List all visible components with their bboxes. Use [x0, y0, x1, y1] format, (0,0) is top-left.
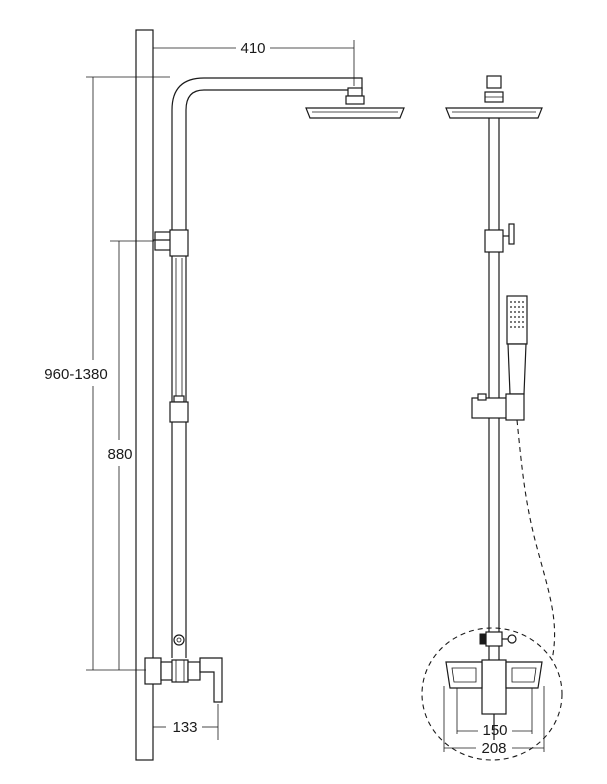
wall	[135, 29, 154, 761]
nozzle-dot	[518, 311, 520, 313]
nozzle-dot	[514, 306, 516, 308]
nozzle-dot	[510, 326, 512, 328]
upper-sleeve	[169, 229, 189, 257]
holder-cap	[477, 393, 487, 401]
front-connector-top	[486, 75, 502, 89]
hand-shower-nozzles	[510, 301, 524, 328]
nozzle-dot	[518, 321, 520, 323]
diverter-knob-center	[176, 637, 182, 643]
nozzle-dot	[518, 301, 520, 303]
mixer-right-inlet	[505, 661, 543, 689]
front-knob	[508, 223, 515, 245]
mixer-left-inlet	[445, 661, 483, 689]
mixer-flange-nut	[160, 661, 174, 681]
nozzle-dot	[522, 316, 524, 318]
side-view: 410 960-1380 880 133	[44, 29, 405, 761]
nozzle-dot	[510, 316, 512, 318]
shower-arm	[171, 77, 363, 111]
dim-inlet-spacing: 150	[482, 722, 507, 739]
nozzle-dot	[514, 301, 516, 303]
hand-shower-head	[506, 295, 528, 345]
front-diverter-cap	[507, 634, 517, 644]
nozzle-dot	[510, 311, 512, 313]
front-rain-showerhead	[445, 107, 543, 119]
front-diverter-body	[485, 631, 503, 647]
shower-hose	[516, 419, 556, 661]
front-upper-sleeve	[484, 229, 504, 253]
front-view: 150 208	[421, 75, 563, 761]
diverter-knob	[173, 634, 185, 646]
nozzle-dot	[510, 321, 512, 323]
nozzle-dot	[522, 321, 524, 323]
nozzle-dot	[518, 306, 520, 308]
nozzle-dot	[522, 306, 524, 308]
nozzle-dot	[514, 321, 516, 323]
nozzle-dot	[522, 301, 524, 303]
mixer-detail-circle	[421, 627, 563, 761]
middle-sleeve	[169, 401, 189, 423]
nozzle-dot	[514, 326, 516, 328]
nozzle-dot	[518, 326, 520, 328]
mixer-body-front	[481, 659, 507, 715]
showerhead-connector	[347, 87, 363, 97]
nozzle-dot	[522, 311, 524, 313]
showerhead-nut	[345, 95, 365, 105]
nozzle-dot	[514, 311, 516, 313]
nozzle-dot	[518, 316, 520, 318]
mixer-body-side	[171, 659, 189, 683]
mixer-lever-handle	[199, 657, 223, 703]
dim-column-height: 880	[107, 446, 132, 463]
rain-showerhead	[305, 107, 405, 119]
middle-sleeve-cap	[173, 395, 185, 403]
nozzle-dot	[510, 301, 512, 303]
dim-wall-offset: 133	[172, 719, 197, 736]
nozzle-dot	[522, 326, 524, 328]
holder-cradle	[505, 393, 525, 421]
nozzle-dot	[510, 306, 512, 308]
hand-shower-handle	[507, 343, 527, 395]
nozzle-dot	[514, 316, 516, 318]
mixer-left-inlet-inner	[451, 667, 477, 683]
front-diverter-knob	[479, 633, 487, 645]
mixer-right-inlet-inner	[511, 667, 537, 683]
mixer-wall-flange	[144, 657, 162, 685]
dim-mixer-width: 208	[481, 740, 506, 757]
dim-total-height: 960-1380	[44, 366, 107, 383]
dim-arm-reach: 410	[240, 40, 265, 57]
mixer-handle-base	[187, 661, 201, 681]
